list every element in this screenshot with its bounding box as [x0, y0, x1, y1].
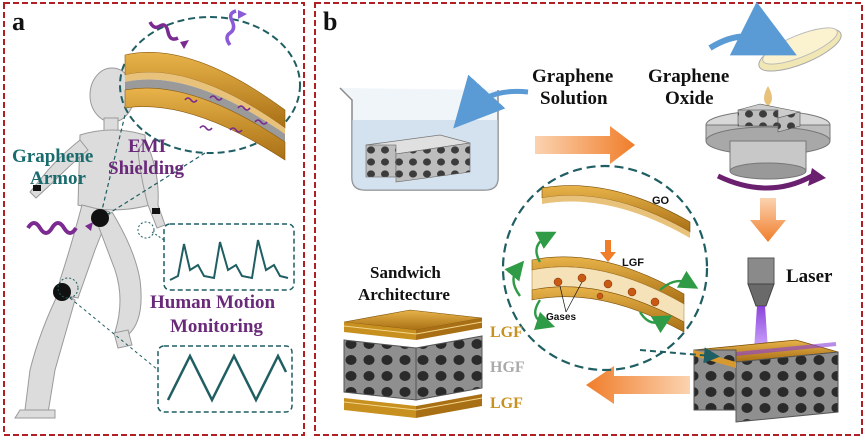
gas-bubbles [553, 273, 660, 307]
sensor-patch-knee [53, 283, 71, 301]
human-figure [14, 67, 166, 419]
go-drop [764, 86, 772, 106]
graphene-oxide-label-2: Oxide [665, 88, 714, 109]
emi-zoom-bubble [119, 16, 301, 154]
panel-a-frame [3, 2, 305, 436]
go-sheet [541, 185, 691, 238]
sandwich-label-2: Architecture [358, 285, 450, 304]
zoom-link-line [639, 347, 720, 364]
graphene-solution-label-1: Graphene [532, 66, 613, 87]
emi-label-1: EMI [128, 136, 166, 157]
graphene-solution-label-2: Solution [540, 88, 608, 109]
sandwich-label-1: Sandwich [370, 263, 441, 282]
graphene-oxide-label-1: Graphene [648, 66, 729, 87]
arrow-pour-solution [453, 74, 529, 129]
laser-head [747, 257, 775, 307]
gases-label: Gases [546, 312, 576, 323]
graphene-armor-label-2: Armor [30, 168, 86, 189]
em-wave-waist [26, 221, 78, 235]
spin-coater [705, 103, 831, 180]
arrow-down-to-laser [750, 198, 786, 242]
shielding-layers [124, 52, 286, 161]
signal-box-wrist [163, 223, 295, 291]
panel-b-letter: b [323, 7, 337, 36]
gas-escape-arrows [504, 231, 699, 334]
panel-b-frame [314, 2, 863, 436]
arrow-to-go [535, 126, 635, 164]
human-motion-label-1: Human Motion [150, 292, 276, 313]
callout-line-bubble [101, 114, 126, 211]
layer-label-middle: HGF [490, 359, 525, 376]
sensor-highlight-wrist [137, 221, 155, 239]
sensor-highlight-knee [57, 277, 79, 299]
arrow-to-sandwich [586, 366, 690, 404]
layer-label-bottom: LGF [490, 395, 523, 412]
sandwich-stack [343, 309, 483, 418]
human-motion-label-2: Monitoring [170, 316, 263, 337]
graphene-armor-label-1: Graphene [12, 146, 93, 167]
layer-label-top: LGF [490, 324, 523, 341]
panel-a-letter: a [12, 7, 25, 36]
wrist-band-right [152, 208, 160, 214]
laser-beam [754, 306, 768, 350]
signal-box-knee [157, 345, 293, 413]
spin-arrow [716, 173, 814, 191]
wrist-band-left [33, 185, 41, 191]
go-label: GO [652, 195, 670, 207]
arrow-go-to-lgf [600, 240, 616, 262]
petri-dish [758, 27, 842, 72]
arrow-pour-go [708, 1, 797, 56]
emi-label-2: Shielding [108, 158, 185, 179]
laser-label: Laser [786, 266, 833, 287]
knee-signal-trace [166, 353, 288, 403]
em-waves-reflected [148, 9, 237, 47]
lgf-label: LGF [622, 257, 644, 269]
em-waves-absorbed [184, 95, 268, 133]
process-zoom-circle [501, 164, 709, 372]
wrist-signal-trace [169, 239, 289, 281]
sensor-patch-waist [91, 209, 109, 227]
laser-sample [693, 339, 839, 423]
